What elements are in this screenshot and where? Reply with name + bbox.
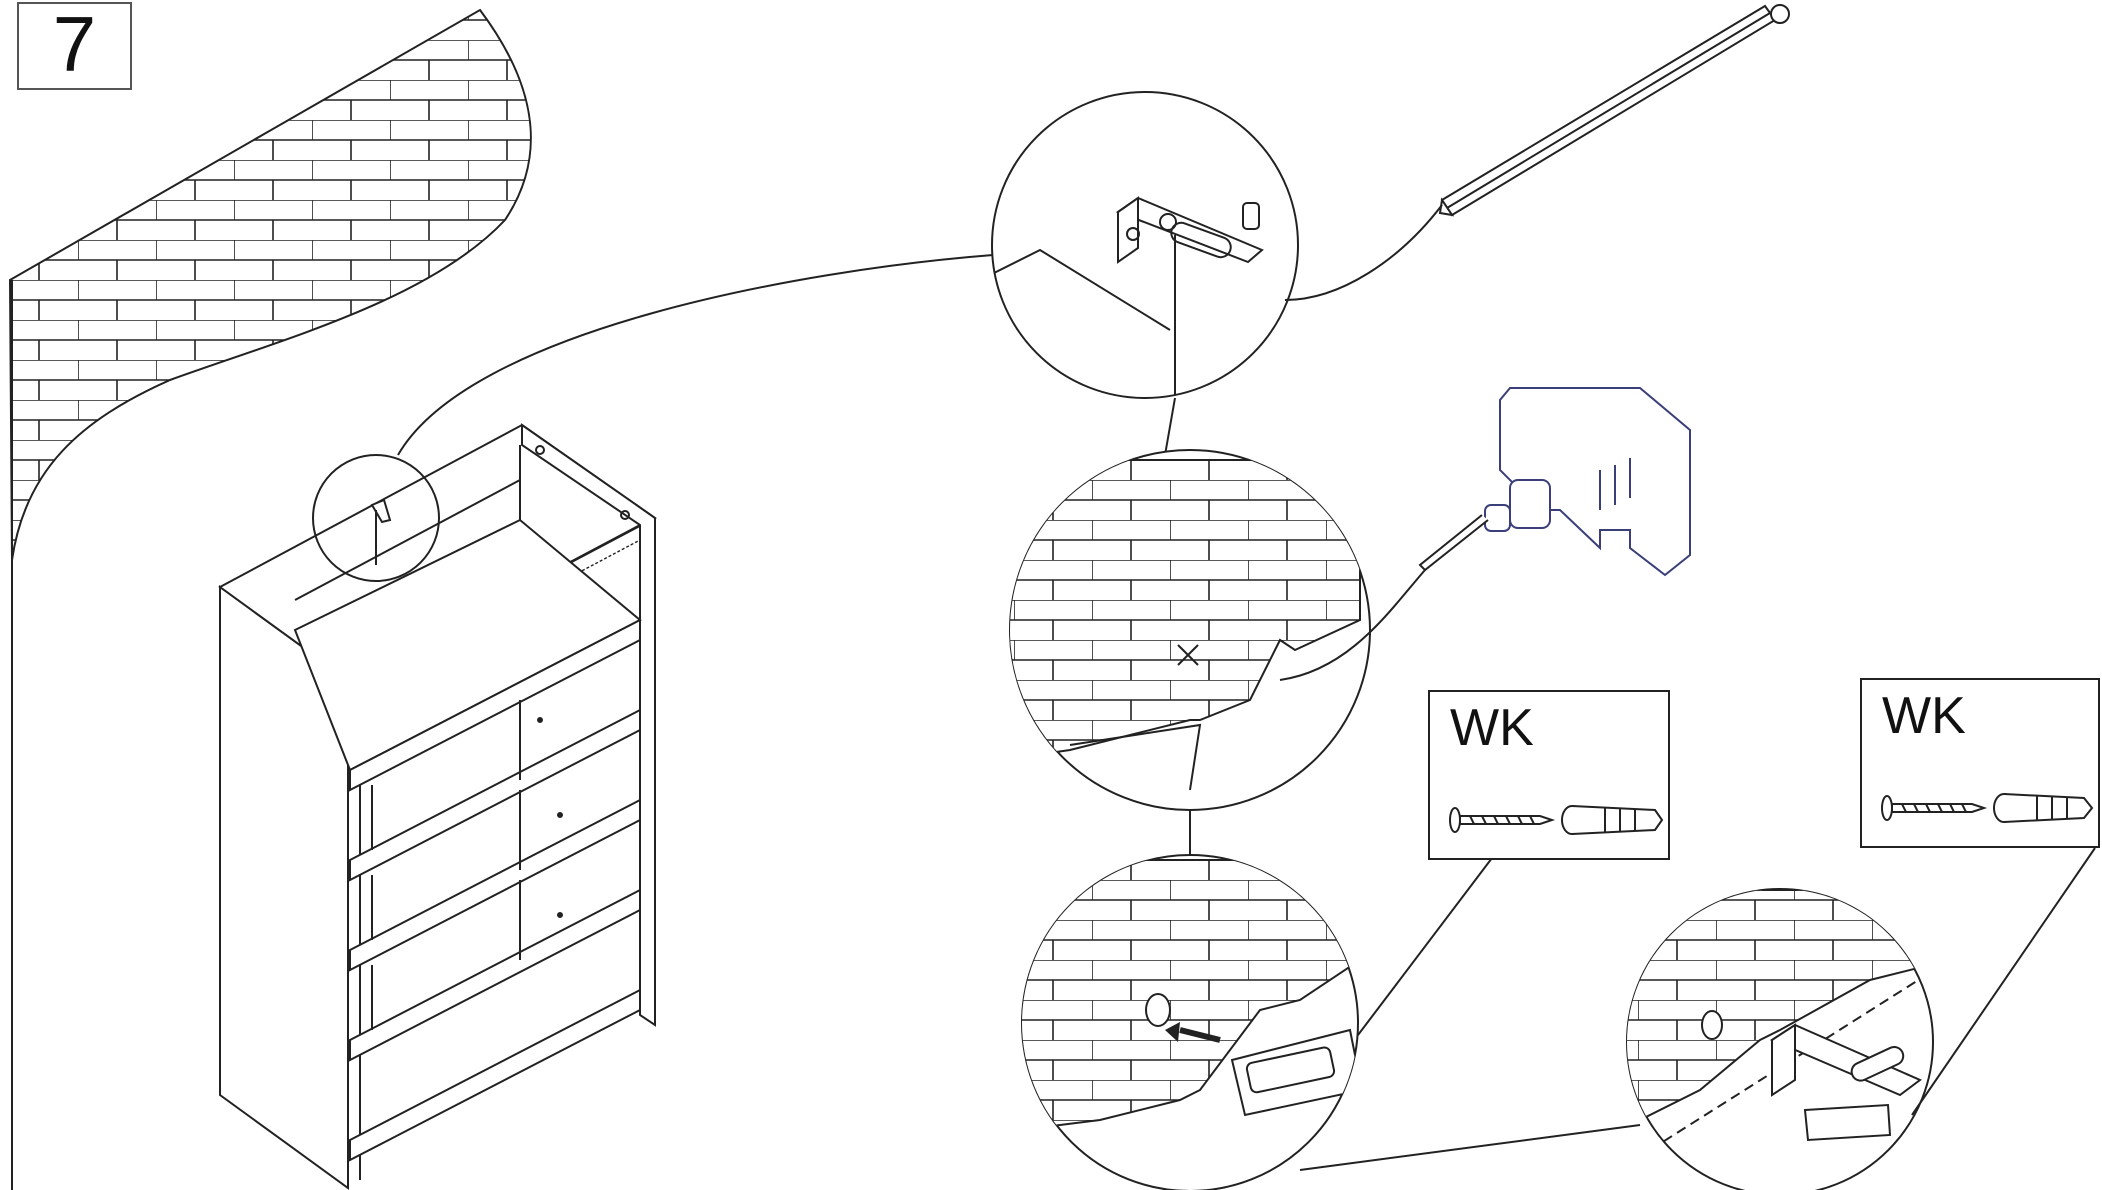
part-images xyxy=(1881,793,2094,823)
pencil-icon xyxy=(1284,4,1790,301)
part-code-label: WK xyxy=(1882,687,1966,745)
brick-wall xyxy=(8,8,532,1190)
detail-wall-mark xyxy=(1009,449,1371,860)
screw-icon xyxy=(1881,795,1988,821)
cabinet xyxy=(218,423,657,1190)
wall-plug-icon xyxy=(1993,793,2094,823)
connector-lines xyxy=(1299,847,2096,1171)
part-code-label: WK xyxy=(1450,699,1534,757)
wall-plug-icon xyxy=(1561,805,1664,835)
step-number: 7 xyxy=(17,2,132,90)
parts-box-2: WK xyxy=(1860,678,2100,848)
callout-bracket-location xyxy=(312,454,440,582)
leader-line xyxy=(397,254,994,456)
detail-plug-insert xyxy=(1021,854,1359,1190)
screw-icon xyxy=(1449,807,1556,833)
drill-icon xyxy=(1279,387,1691,681)
part-images xyxy=(1449,805,1664,835)
detail-bracket-marking xyxy=(991,91,1299,456)
detail-screw-fixing xyxy=(1626,888,1934,1190)
parts-box-1: WK xyxy=(1428,690,1670,860)
